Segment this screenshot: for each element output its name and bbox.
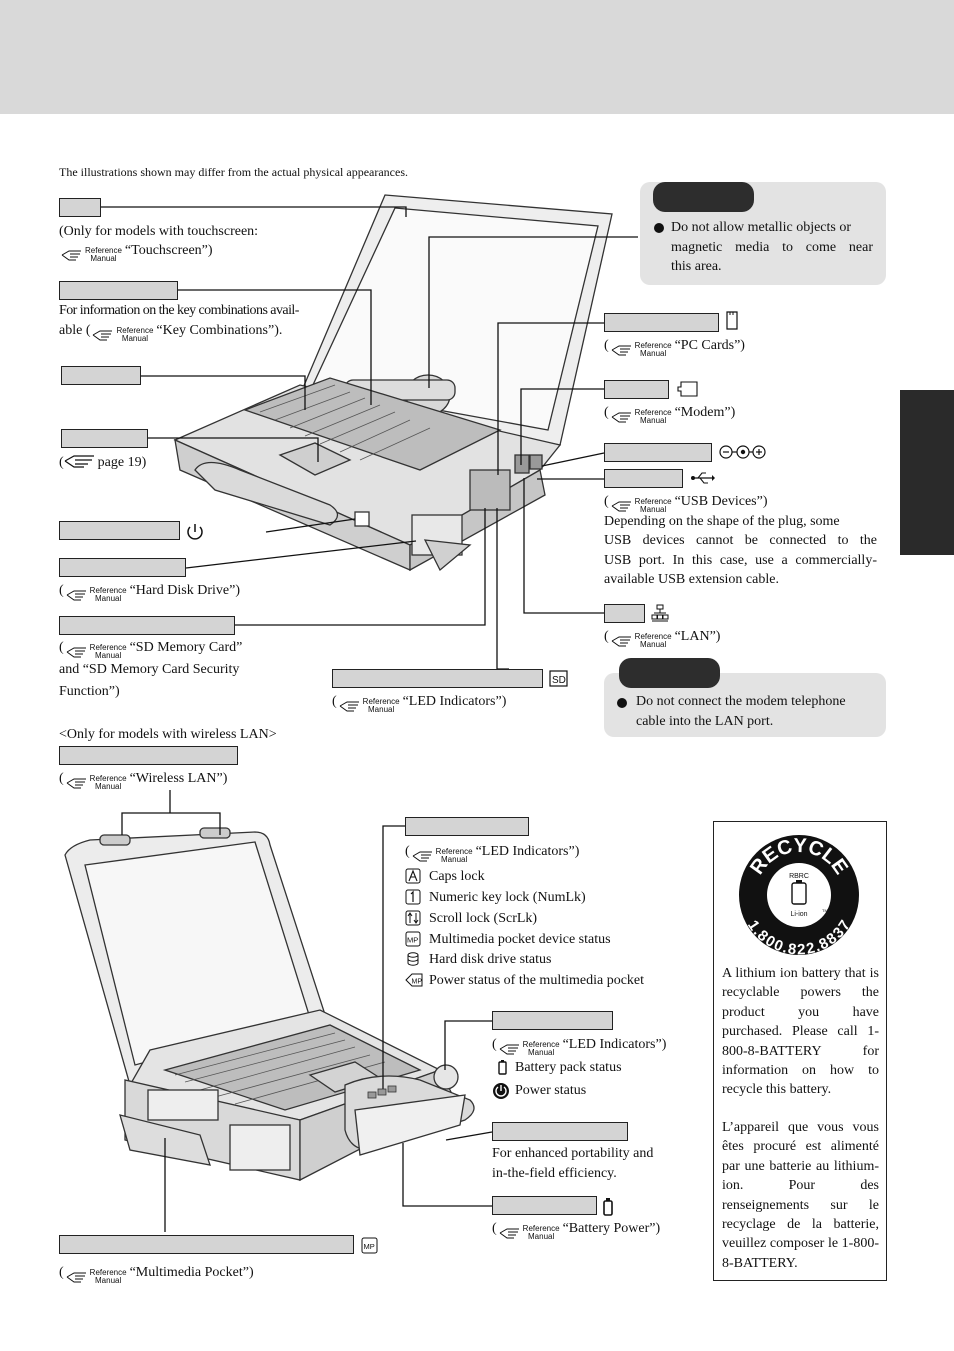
dc-polarity-icon (719, 445, 766, 459)
label-power-led (492, 1011, 613, 1030)
header-band (0, 0, 954, 114)
svg-text:Li-ion: Li-ion (790, 911, 807, 918)
page-ref: (page 19) (59, 453, 146, 476)
sd-ref-2: and “SD Memory Card Security (59, 662, 240, 677)
recycle-text-fr: L’appareil que vous vous êtes procuré es… (722, 1120, 879, 1271)
caps-lock-icon (405, 868, 421, 884)
bullet (654, 223, 664, 233)
pc-card-icon (726, 311, 738, 330)
mp-power-icon: MP (405, 973, 423, 987)
recycle-text-en: A lithium ion battery that is recyclable… (722, 966, 879, 1098)
caution-badge (653, 182, 754, 212)
label-multimedia-pocket (59, 1235, 354, 1254)
label-power-switch (59, 521, 180, 540)
bullet (617, 698, 627, 708)
caution-text-1: Do not allow metallic objects or magneti… (671, 220, 873, 274)
scroll-lock-icon (405, 910, 421, 926)
usb-icon (691, 472, 715, 484)
mp-icon: MP (361, 1237, 378, 1254)
caution-badge (619, 658, 720, 688)
label-lcd (59, 198, 101, 217)
label-keyboard-lights (61, 366, 141, 385)
svg-text:MP: MP (407, 936, 418, 945)
mp-icon: MP (405, 931, 421, 947)
label-touch-pad (61, 429, 148, 448)
touchscreen-note: (Only for models with touchscreen: (59, 224, 259, 239)
svg-text:SD: SD (552, 675, 566, 686)
label-dc-in-jack (604, 443, 712, 462)
battery-icon (603, 1198, 613, 1216)
label-lan-port (604, 604, 645, 623)
label-carrying-handle (492, 1122, 628, 1141)
label-modem-port (604, 380, 669, 399)
power-status-icon (493, 1083, 509, 1099)
svg-text:RBRC: RBRC (789, 873, 809, 880)
svg-text:MP: MP (364, 1242, 375, 1251)
label-keyboard (59, 281, 178, 300)
recycle-box (713, 821, 887, 1281)
handle-note: For enhanced portability and in-the-fiel… (492, 1146, 654, 1181)
label-usb-port (604, 469, 683, 488)
power-icon (187, 524, 203, 540)
disclaimer: The illustrations shown may differ from … (59, 165, 408, 179)
pointing-hand-icon (64, 453, 98, 476)
svg-text:MP: MP (412, 979, 423, 986)
lan-icon (651, 604, 669, 622)
rbrc-recycle-logo: RECYCLE 1.800.822.8837 RBRC Li-ion TM (739, 835, 859, 956)
label-sd-card-slot (59, 616, 235, 635)
disk-icon (407, 952, 419, 966)
label-hard-disk-drive (59, 558, 186, 577)
wlan-note: <Only for models with wireless LAN> (59, 727, 277, 742)
label-pc-card-slot (604, 313, 719, 332)
sd-ref-3: Function”) (59, 684, 120, 699)
caution-text-2: Do not connect the modem telephone cable… (636, 694, 846, 729)
usb-note: Depending on the shape of the plug, some… (604, 514, 877, 588)
section-tab (900, 390, 954, 555)
label-wireless-lan-antenna (59, 746, 238, 765)
num-lock-icon (405, 889, 421, 905)
label-battery-pack (492, 1196, 597, 1215)
modem-icon (677, 381, 698, 397)
battery-icon (498, 1060, 507, 1075)
sd-icon: SD (549, 670, 568, 687)
label-sd-indicator (332, 669, 543, 688)
svg-text:TM: TM (822, 908, 828, 913)
label-led-indicators (405, 817, 529, 836)
key-combinations-info: For information on the key combinations … (59, 303, 299, 318)
caution-box-2: Do not connect the modem telephone cable… (604, 658, 886, 737)
caution-box-1: Do not allow metallic objects or magneti… (640, 182, 886, 285)
